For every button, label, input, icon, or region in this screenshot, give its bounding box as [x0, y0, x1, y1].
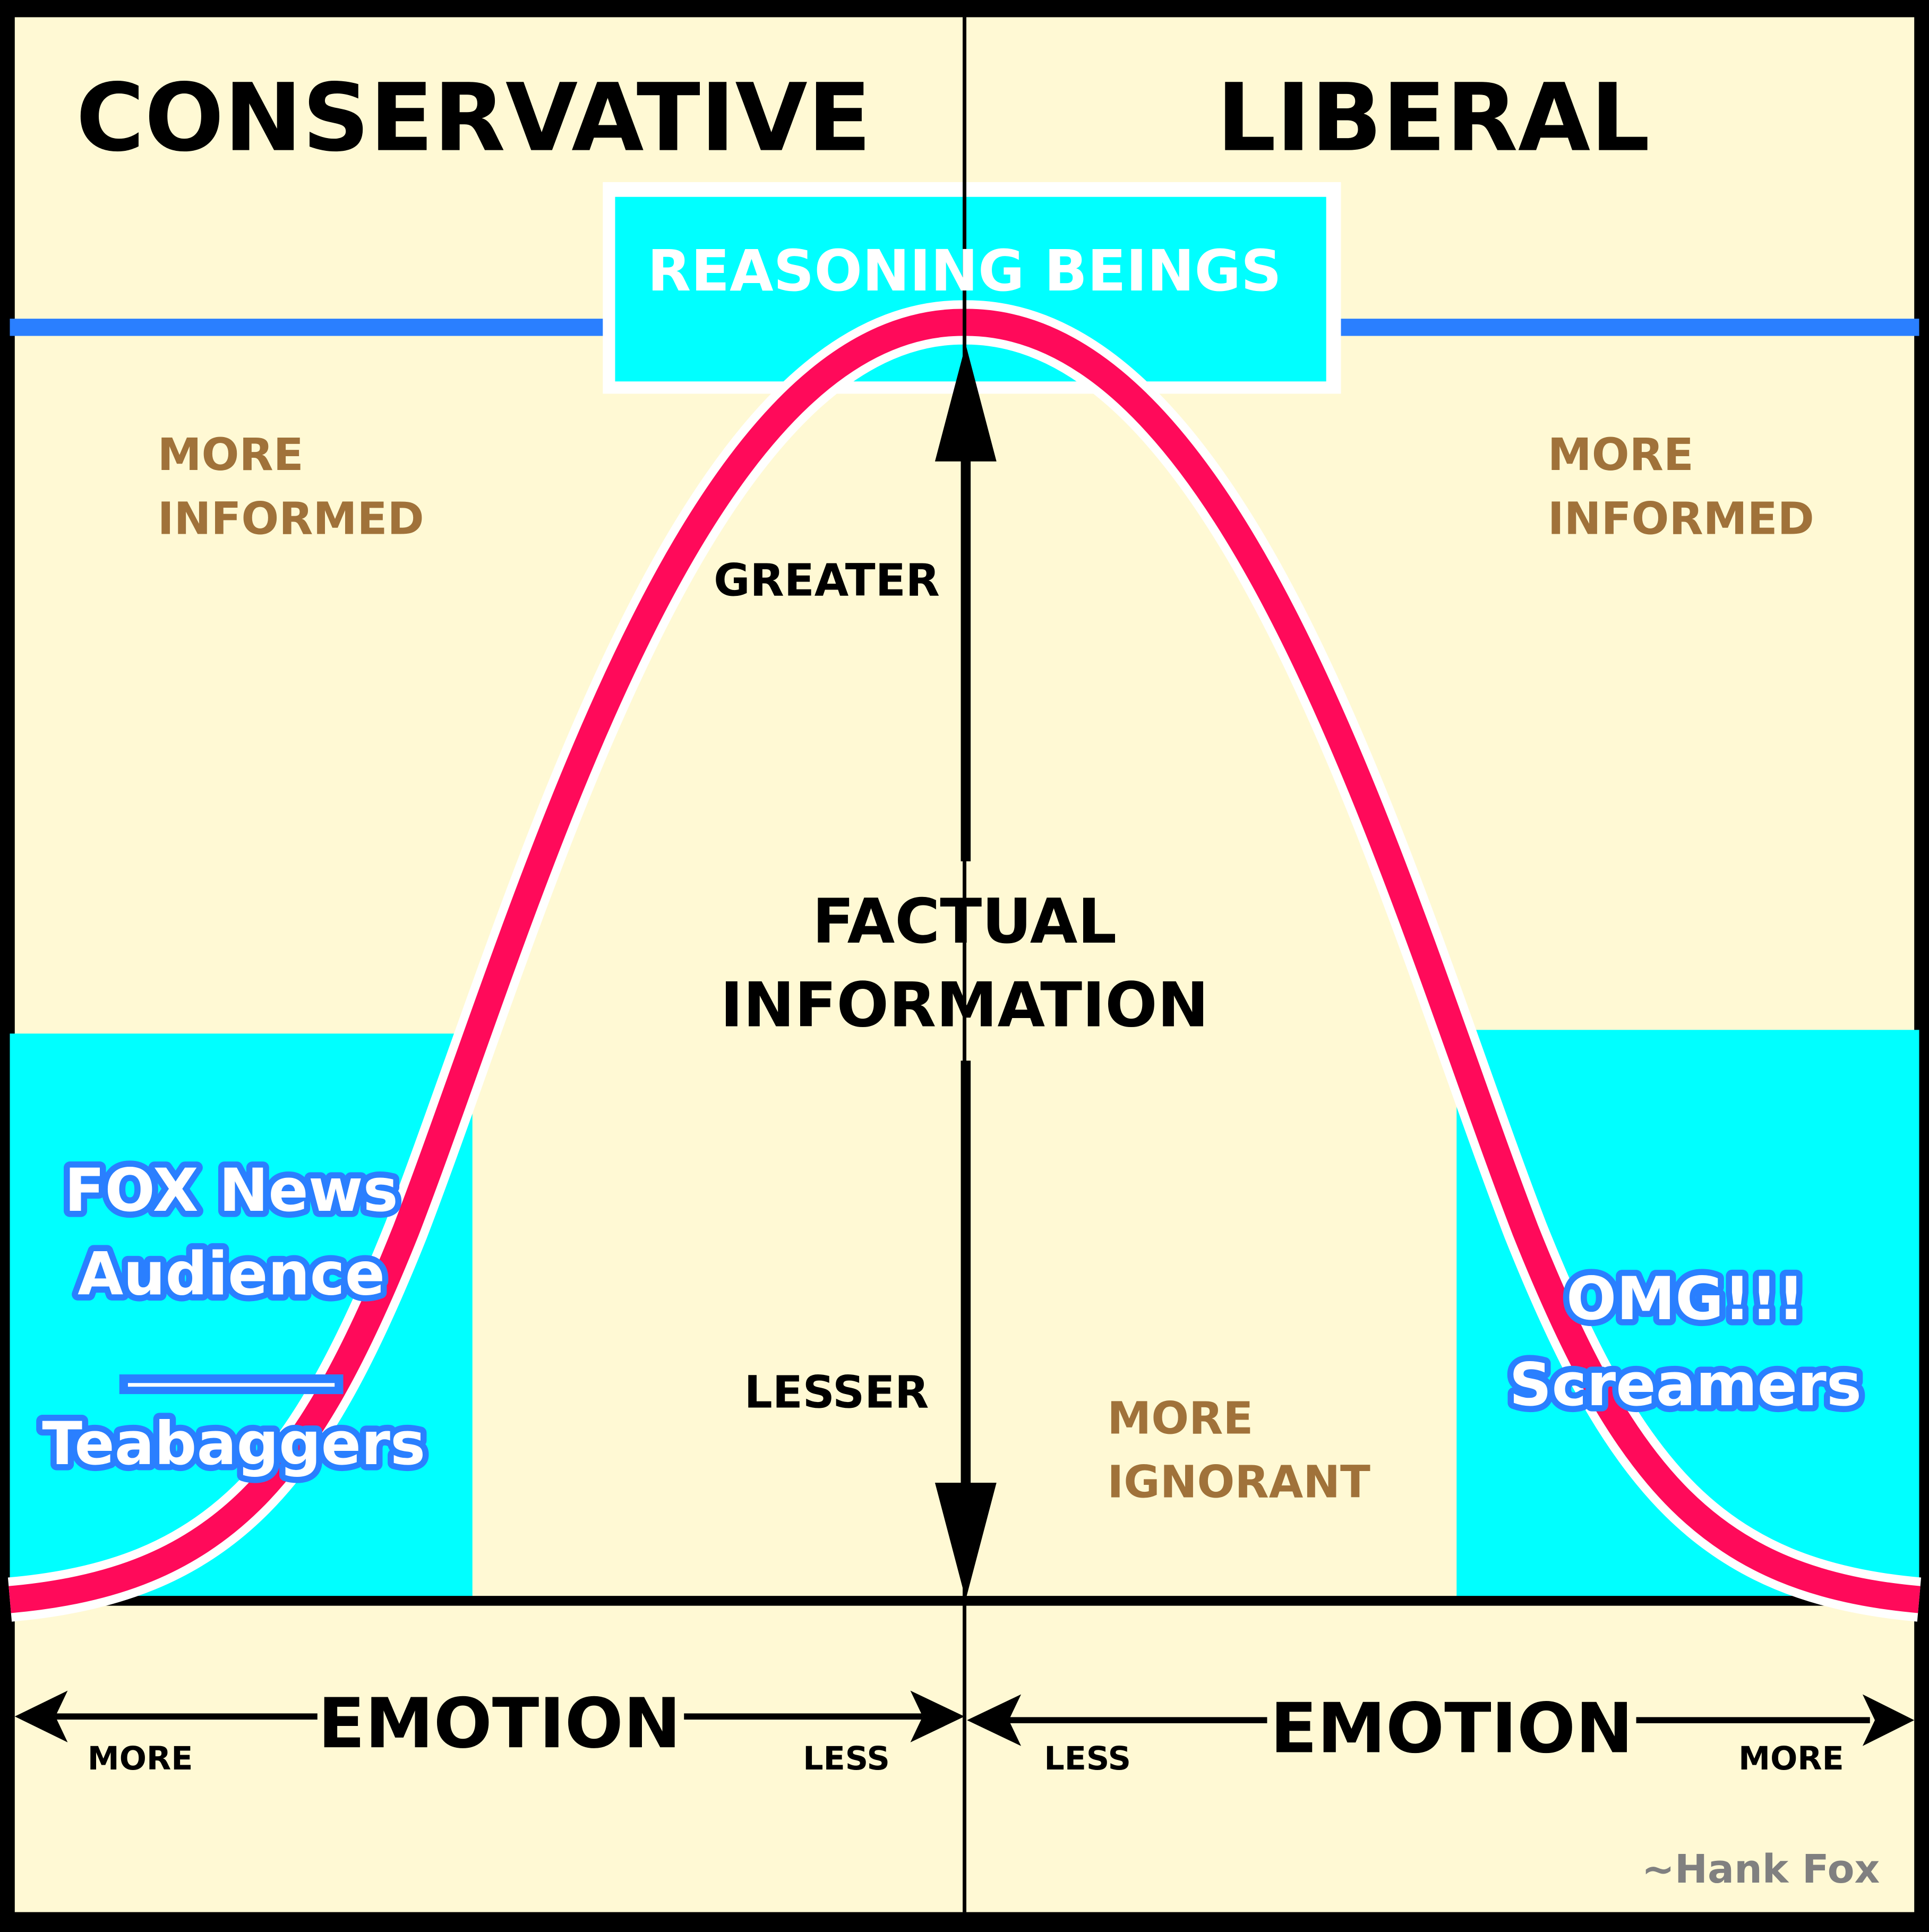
emotion-left-more: MORE [88, 1740, 193, 1777]
liberal-heading: LIBERAL [1216, 64, 1650, 173]
emotion-right-less: LESS [1044, 1740, 1131, 1777]
threshold-line-right [1338, 319, 1919, 336]
arrow-up-icon [935, 344, 997, 461]
threshold-line-left [10, 319, 605, 336]
arrow-left-icon [14, 1690, 68, 1742]
info-arrow-shaft-up [961, 455, 971, 861]
arrow-down-icon [935, 1482, 997, 1600]
signature: ~Hank Fox [1642, 1846, 1880, 1892]
arrow-left-icon [967, 1694, 1022, 1746]
information-label: INFORMATION [720, 969, 1208, 1041]
emotion-right-more: MORE [1738, 1740, 1844, 1777]
arrow-right-icon [910, 1690, 965, 1742]
left-more-informed-line2: INFORMED [158, 493, 424, 545]
factual-label: FACTUAL [812, 886, 1117, 958]
info-arrow-shaft-down [961, 1061, 971, 1492]
teabaggers-label: Teabaggers [42, 1410, 425, 1478]
lesser-label: LESSER [744, 1367, 929, 1418]
omg-label: OMG!!! [1566, 1265, 1805, 1333]
conservative-heading: CONSERVATIVE [76, 64, 871, 173]
emotion-left-label: EMOTION [318, 1683, 681, 1764]
screamers-label: Screamers [1509, 1351, 1862, 1420]
right-more-informed-line1: MORE [1548, 429, 1694, 481]
baseline [10, 1596, 1919, 1606]
equals-divider-inner [127, 1383, 335, 1387]
fox-news-label: FOX News [64, 1157, 398, 1225]
emotion-left-less: LESS [803, 1740, 890, 1777]
reasoning-beings-label: REASONING BEINGS [647, 238, 1281, 304]
more-ignorant-line2: IGNORANT [1107, 1457, 1370, 1508]
arrow-right-icon [1862, 1694, 1915, 1746]
audience-label: Audience [78, 1240, 385, 1309]
right-more-informed-line2: INFORMED [1548, 493, 1814, 545]
emotion-right-label: EMOTION [1270, 1688, 1633, 1768]
more-ignorant-line1: MORE [1107, 1392, 1253, 1444]
left-more-informed-line1: MORE [158, 429, 304, 481]
reasoning-box [615, 196, 1326, 382]
greater-label: GREATER [714, 554, 940, 606]
